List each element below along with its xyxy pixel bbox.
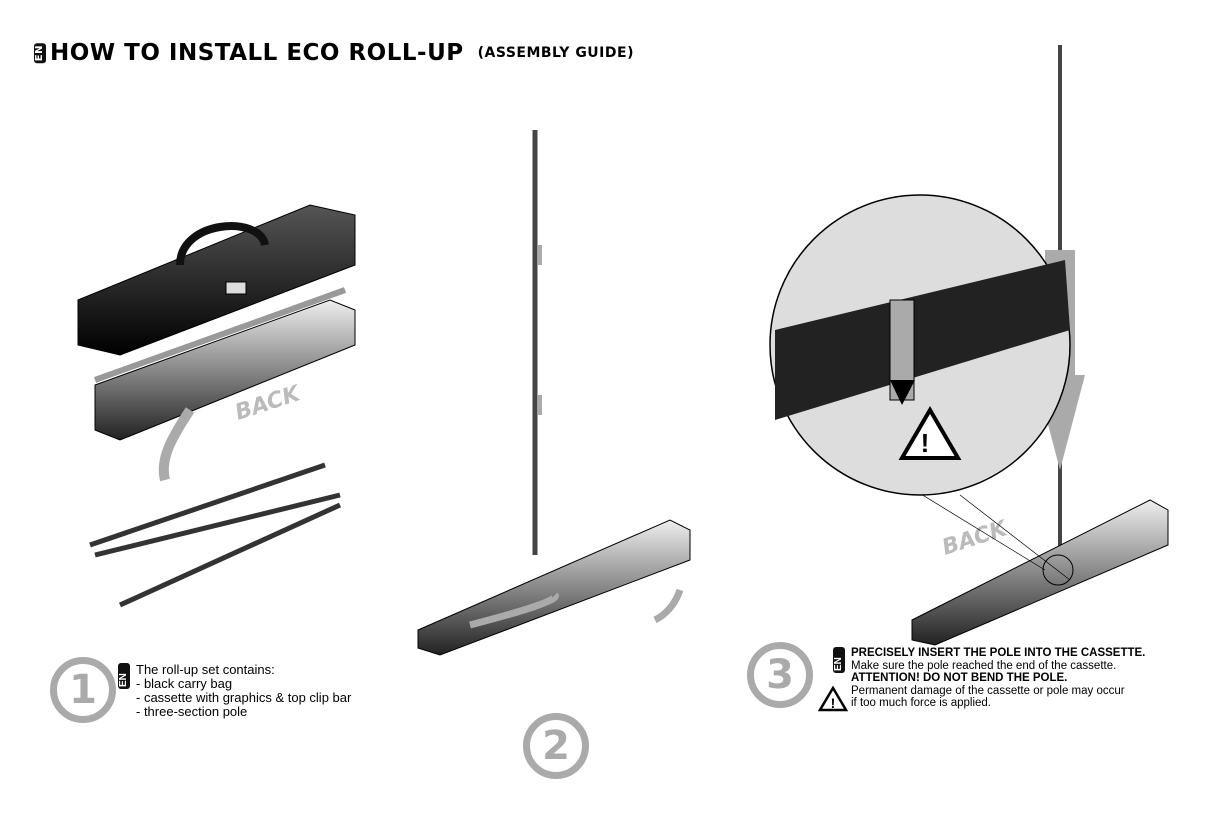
step3-warning-text: Permanent damage of the cassette or pole… <box>851 684 1125 697</box>
title-sub: (ASSEMBLY GUIDE) <box>477 45 634 61</box>
step3-warning-title: ATTENTION! DO NOT BEND THE POLE. <box>851 672 1068 684</box>
arrow-icon <box>158 407 195 482</box>
step1-item: - cassette with graphics & top clip bar <box>136 690 352 705</box>
warning-icon <box>898 406 962 460</box>
step-number-3: 3 <box>747 642 813 708</box>
step1-item: - black carry bag <box>136 676 233 691</box>
pole-sections-illustration <box>89 462 342 608</box>
language-badge: EN <box>118 663 130 689</box>
title-main: HOW TO INSTALL ECO ROLL-UP <box>50 40 464 66</box>
step3-note: Make sure the pole reached the end of th… <box>851 659 1117 672</box>
step3-text: EN PRECISELY INSERT THE POLE INTO THE CA… <box>833 647 1145 710</box>
step1-text: EN The roll-up set contains: - black car… <box>118 663 351 719</box>
cassette-illustration <box>93 287 356 441</box>
carry-bag-illustration <box>77 204 356 356</box>
step3-instruction: PRECISELY INSERT THE POLE INTO THE CASSE… <box>851 647 1146 659</box>
language-badge: EN <box>833 647 845 673</box>
cassette-feet-illustration <box>417 519 691 656</box>
step1-item: - three-section pole <box>136 704 248 719</box>
page-title: EN HOW TO INSTALL ECO ROLL-UP (ASSEMBLY … <box>34 40 634 66</box>
magnified-detail: ! <box>769 194 1071 581</box>
back-label-3: BACK <box>939 516 1012 561</box>
step-number-1: 1 <box>50 657 116 723</box>
step3-warning-text: if too much force is applied. <box>851 697 991 709</box>
step-number-2: 2 <box>523 713 589 779</box>
step1-heading: The roll-up set contains: <box>136 662 275 677</box>
svg-text:!: ! <box>831 695 836 711</box>
svg-text:!: ! <box>921 428 930 458</box>
warning-icon: ! <box>818 686 848 712</box>
assembled-pole-illustration <box>532 130 542 555</box>
